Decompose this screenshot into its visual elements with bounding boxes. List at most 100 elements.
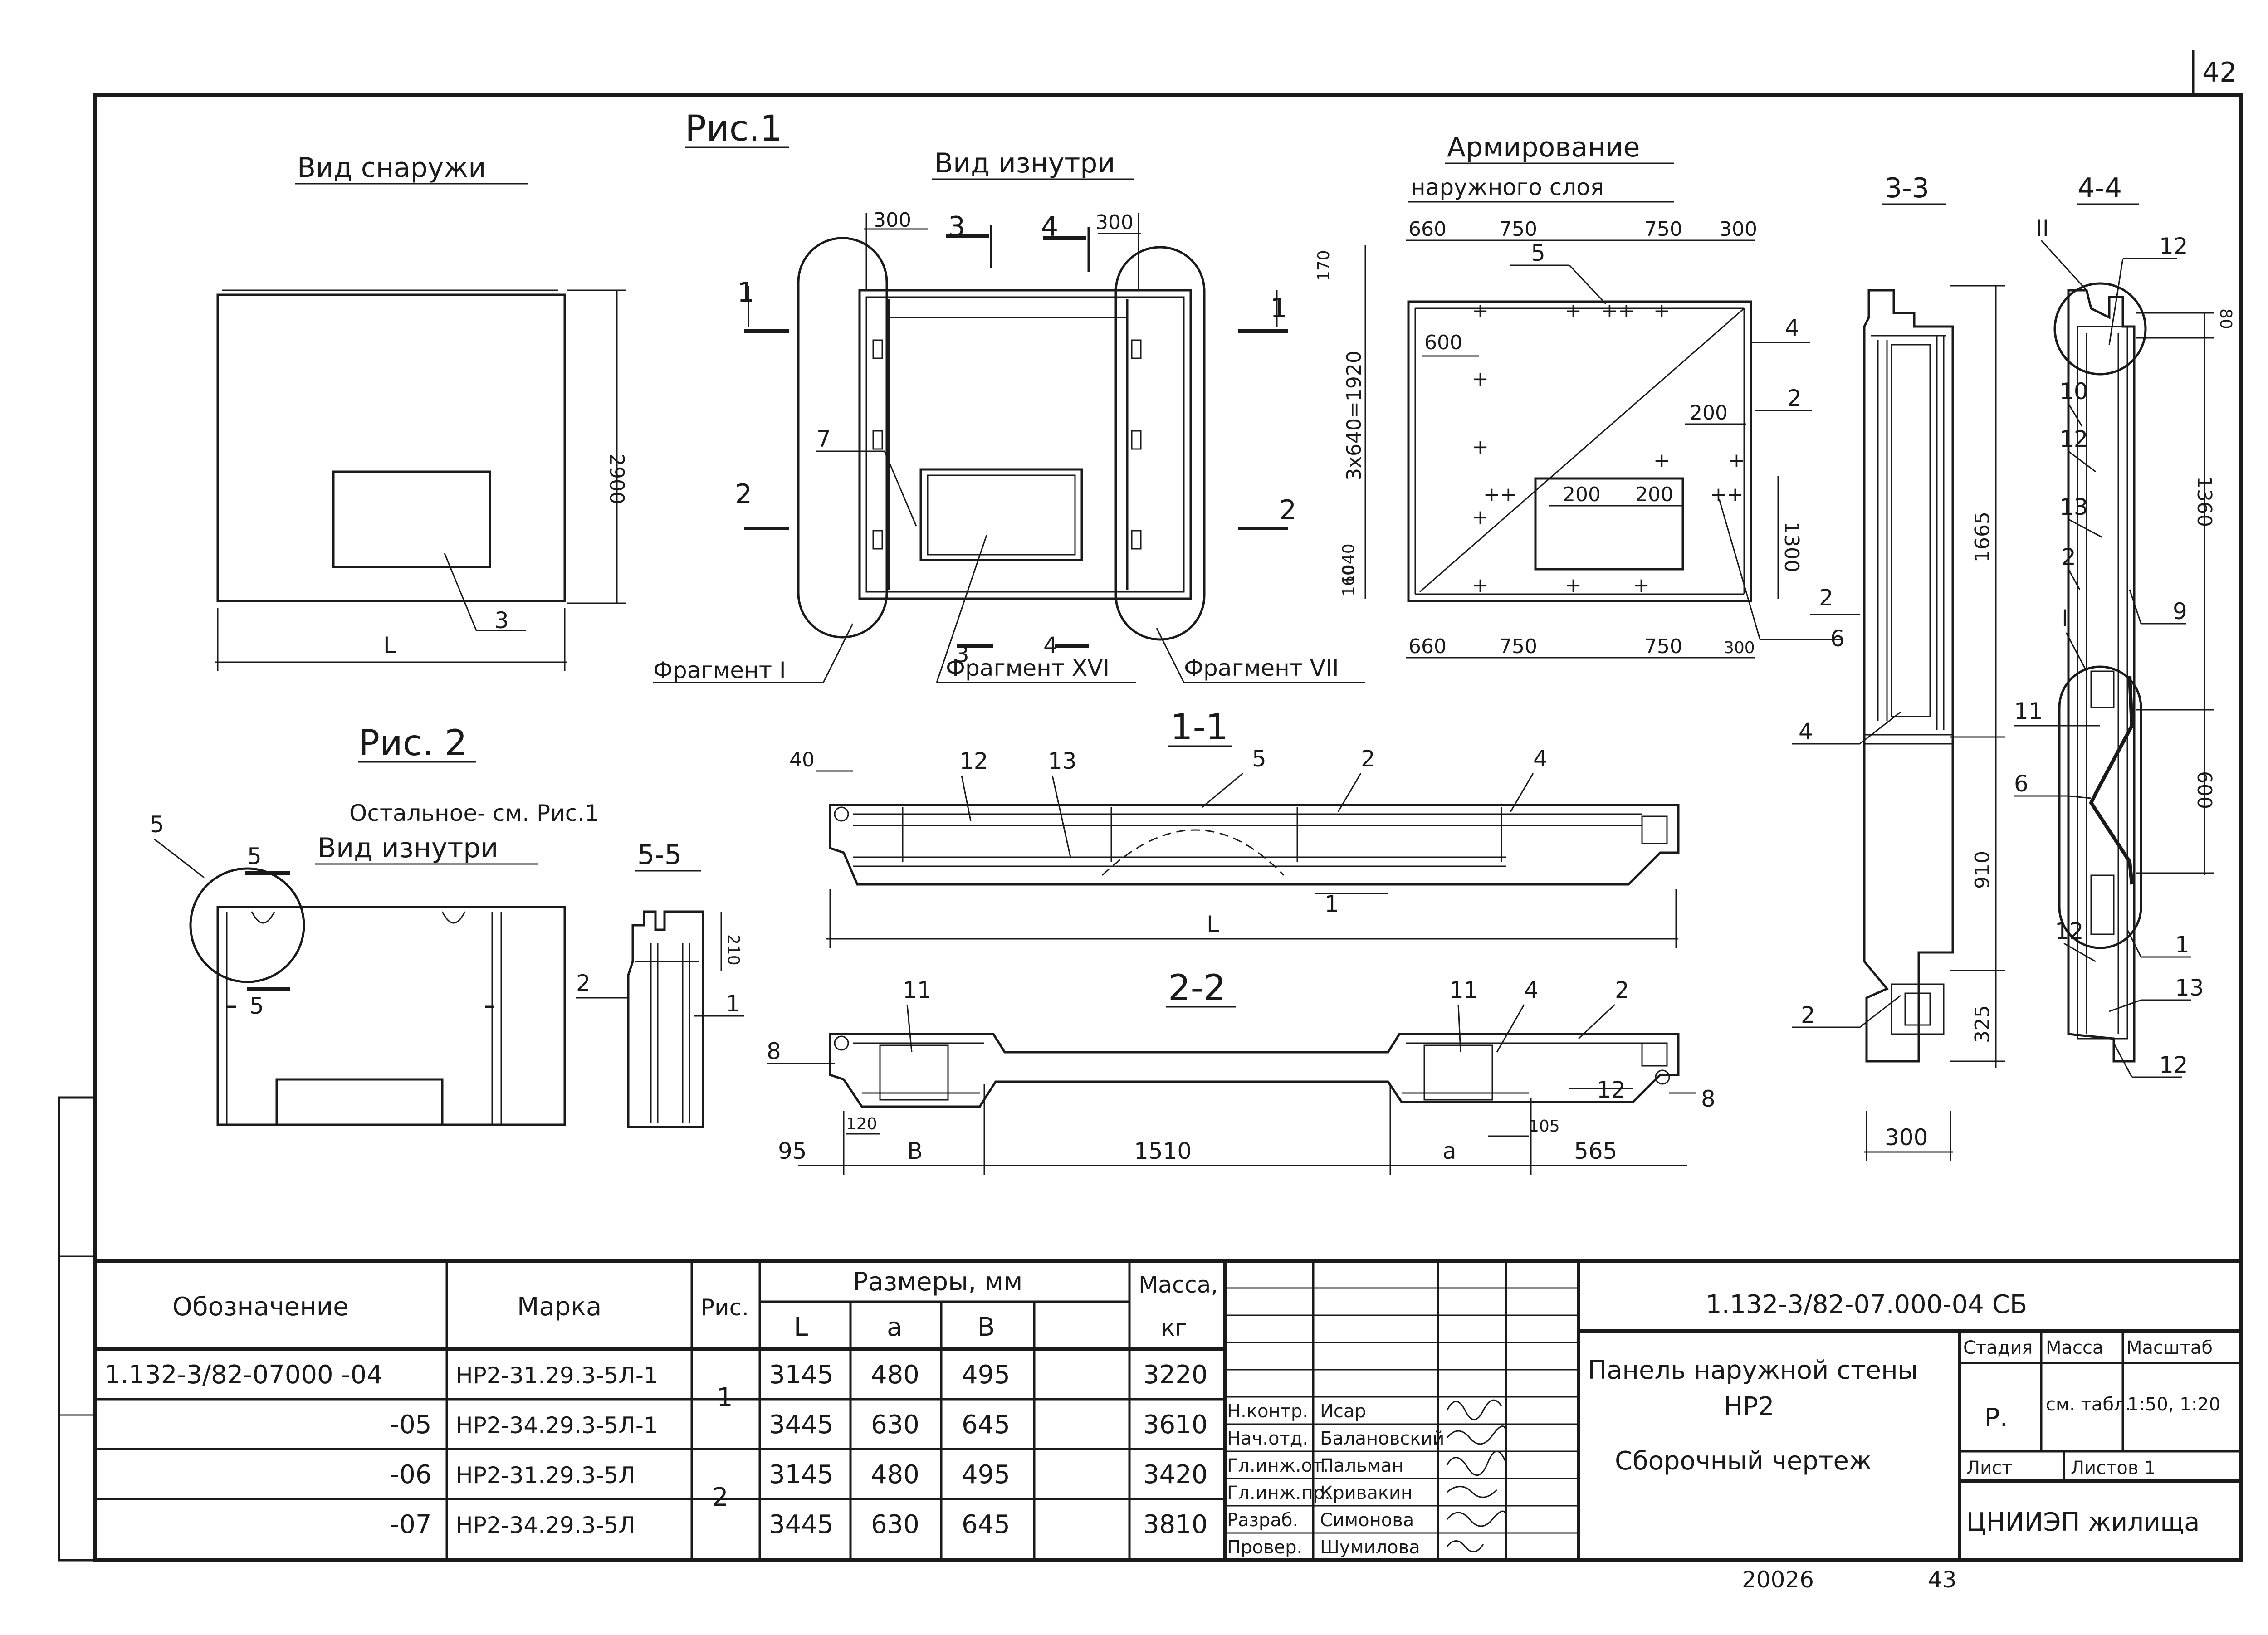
- section-3-3: 3-3 1665 910 325 300 2 4 2: [1792, 172, 2005, 1161]
- callout-5-bottom: 5: [249, 993, 264, 1019]
- dim-1300: 1300: [1780, 522, 1803, 572]
- section-mark-4-top: 4: [1041, 211, 1058, 243]
- archive-page: 43: [1928, 1567, 1957, 1593]
- mass-label: Масса: [2046, 1337, 2104, 1358]
- rebar-cross: +: [1633, 574, 1650, 597]
- stage-label: Стадия: [1963, 1337, 2033, 1358]
- callout-12-low: 12: [2055, 918, 2084, 944]
- reinforcement-subtitle: наружного слоя: [1411, 174, 1604, 200]
- callout-12-top: 12: [2159, 233, 2188, 259]
- callout-3: 3: [494, 607, 509, 634]
- dim-left-1040: 1040: [1339, 543, 1358, 585]
- callout-II: II: [2036, 215, 2049, 241]
- dim-210: 210: [724, 934, 743, 966]
- section-1-1: 1-1 40 L 12 13 5 2 4 1: [789, 707, 1680, 948]
- row3-a: 480: [871, 1460, 919, 1489]
- dim-910: 910: [1971, 851, 1994, 889]
- callout-8-right: 8: [1701, 1086, 1716, 1112]
- view-outside-title: Вид снаружи: [297, 152, 486, 184]
- dim-bottom-660: 660: [1408, 635, 1447, 658]
- drawing-name-2: НР2: [1724, 1392, 1774, 1421]
- dim-1360: 1360: [2193, 476, 2216, 527]
- dim-120: 120: [846, 1115, 877, 1133]
- row4-designation: -07: [390, 1510, 431, 1539]
- dim-top-750a: 750: [1499, 218, 1537, 241]
- header-designation: Обозначение: [172, 1292, 349, 1322]
- callout-2: 2: [1615, 977, 1629, 1003]
- dim-565: 565: [1574, 1138, 1617, 1164]
- dim-200-c: 200: [1690, 401, 1728, 425]
- sig-role-4: Гл.инж.пр.: [1227, 1483, 1330, 1503]
- callout-4: 4: [1785, 315, 1799, 341]
- section-mark-1-right: 1: [1270, 293, 1287, 324]
- callout-I: I: [2062, 605, 2068, 631]
- dim-40: 40: [789, 748, 815, 771]
- sig-name-3: Пальман: [1320, 1455, 1404, 1476]
- fig1-title: Рис.1: [685, 108, 782, 149]
- row4-mass: 3810: [1143, 1510, 1208, 1539]
- callout-13: 13: [1048, 748, 1077, 774]
- row4-a: 630: [871, 1510, 919, 1539]
- rebar-cross: +: [1653, 299, 1670, 322]
- section-mark-2-right: 2: [1279, 494, 1296, 526]
- sig-name-4: Кривакин: [1320, 1483, 1413, 1503]
- row2-a: 630: [871, 1410, 919, 1440]
- rebar-cross: +: [1472, 506, 1489, 529]
- callout-11-left: 11: [903, 977, 932, 1003]
- callout-2-bottom: 2: [1801, 1002, 1815, 1028]
- rebar-cross: +: [1728, 449, 1745, 472]
- callout-2: 2: [576, 970, 591, 996]
- fig2-view-inside-title: Вид изнутри: [318, 832, 498, 864]
- callout-11-right: 11: [1449, 977, 1478, 1003]
- drawing-code: 1.132-3/82-07.000-04 СБ: [1706, 1290, 2027, 1319]
- rebar-cross: +: [1565, 299, 1582, 322]
- callout-2: 2: [1361, 746, 1375, 772]
- sig-role-5: Разраб.: [1227, 1510, 1298, 1531]
- dim-200-a: 200: [1563, 483, 1601, 506]
- sig-role-6: Провер.: [1227, 1537, 1302, 1558]
- rebar-cross: +: [1472, 299, 1489, 322]
- callout-5-top: 5: [247, 843, 262, 869]
- dim-top-750b: 750: [1644, 218, 1682, 241]
- scale-label: Масштаб: [2126, 1337, 2213, 1358]
- rebar-cross: +: [1653, 449, 1670, 472]
- sig-role-3: Гл.инж.от.: [1227, 1455, 1329, 1476]
- dim-300-left: 300: [873, 209, 911, 232]
- callout-8-left: 8: [767, 1038, 781, 1064]
- row1-b: 495: [962, 1360, 1010, 1390]
- callout-5: 5: [1252, 746, 1266, 772]
- dim-105: 105: [1529, 1117, 1560, 1136]
- callout-7: 7: [816, 426, 831, 452]
- dim-300-right: 300: [1095, 211, 1134, 234]
- sheets-label: Листов 1: [2071, 1458, 2156, 1479]
- sig-role-2: Нач.отд.: [1227, 1428, 1308, 1449]
- reinforcement-title: Армирование: [1447, 132, 1640, 163]
- header-fig: Рис.: [701, 1294, 749, 1321]
- dim-top-300: 300: [1719, 218, 1757, 241]
- row34-fig: 2: [712, 1483, 728, 1512]
- row1-mark: НР2-31.29.3-5Л-1: [456, 1362, 658, 1389]
- drawing-name-3: Сборочный чертеж: [1615, 1446, 1872, 1476]
- rebar-cross: +: [1565, 574, 1582, 597]
- fragment-7-label: Фрагмент VII: [1184, 655, 1339, 681]
- sig-name-6: Шумилова: [1320, 1537, 1420, 1558]
- scale-value: 1:50, 1:20: [2127, 1394, 2220, 1415]
- row1-a: 480: [871, 1360, 919, 1390]
- title-block: Н.контр. Исар Нач.отд. Балановский Гл.ин…: [1225, 1259, 2241, 1560]
- view-inside: Вид изнутри 1 1 2 2 3 3: [653, 147, 1365, 683]
- callout-13-low: 13: [2175, 975, 2204, 1001]
- rebar-cross: +: [1472, 367, 1489, 390]
- sig-role-1: Н.контр.: [1227, 1401, 1308, 1422]
- archive-code: 20026: [1742, 1567, 1814, 1593]
- callout-6: 6: [2014, 771, 2028, 797]
- rebar-cross: ++: [1601, 299, 1635, 322]
- mass-value: см. табл.: [2046, 1394, 2131, 1415]
- callout-5: 5: [1531, 240, 1545, 266]
- row1-L: 3145: [769, 1360, 834, 1390]
- dim-600: 600: [2193, 771, 2216, 809]
- section-mark-3-bottom: 3: [955, 641, 969, 668]
- section-mark-2-left: 2: [735, 478, 752, 510]
- dim-200-b: 200: [1635, 483, 1673, 506]
- fig2-note: Остальное- см. Рис.1: [349, 800, 599, 826]
- callout-11: 11: [2014, 698, 2043, 724]
